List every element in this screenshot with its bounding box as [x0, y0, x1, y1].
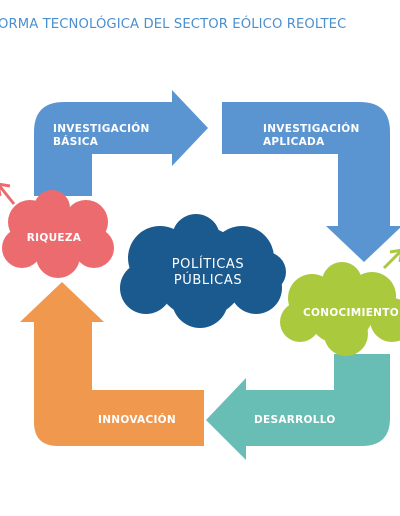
investigacion-basica-line1: INVESTIGACIÓN	[53, 122, 150, 135]
page-title: ORMA TECNOLÓGICA DEL SECTOR EÓLICO REOLT…	[0, 17, 347, 32]
arrow-desarrollo	[206, 354, 390, 460]
investigacion-aplicada-line2: APLICADA	[263, 136, 325, 148]
arrow-investigacion-aplicada	[222, 102, 400, 262]
innovacion-label: INNOVACIÓN	[98, 413, 176, 426]
conocimiento-cloud	[280, 262, 400, 356]
arrow-out-riqueza-icon	[0, 182, 16, 205]
publicas-label: PÚBLICAS	[174, 272, 242, 288]
politicas-publicas-cloud	[120, 214, 286, 328]
investigacion-aplicada-line1: INVESTIGACIÓN	[263, 122, 360, 135]
arrow-investigacion-basica	[34, 90, 208, 196]
arrow-innovacion	[20, 282, 204, 446]
investigacion-basica-line2: BÁSICA	[53, 135, 99, 148]
riqueza-label: RIQUEZA	[27, 232, 82, 244]
politicas-label: POLÍTICAS	[172, 256, 245, 272]
riqueza-cloud	[2, 190, 114, 278]
arrow-out-conocimiento-icon	[382, 248, 400, 270]
desarrollo-label: DESARROLLO	[254, 414, 336, 426]
conocimiento-label: CONOCIMIENTO	[303, 307, 399, 319]
